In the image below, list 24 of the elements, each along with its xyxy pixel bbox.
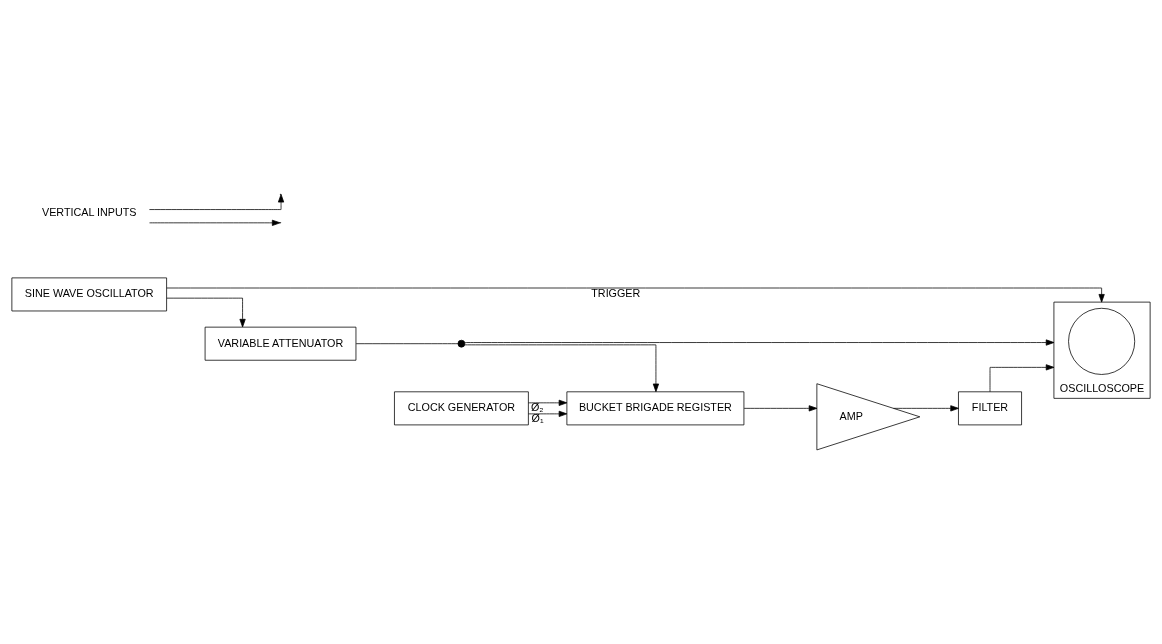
node-circle	[1068, 307, 1136, 375]
arrow	[464, 339, 1055, 346]
arrow	[893, 405, 959, 412]
arrow	[149, 219, 281, 226]
arrow	[528, 410, 568, 417]
node-box: SINE WAVE OSCILLATOR	[11, 277, 167, 312]
arrow	[464, 344, 659, 393]
node-box: FILTER	[958, 391, 1022, 426]
node-text: VERTICAL INPUTS	[41, 206, 137, 219]
arrow	[528, 399, 568, 406]
arrow	[743, 405, 818, 412]
edge-label: Ø₁	[531, 412, 544, 425]
arrow	[989, 364, 1055, 393]
connector	[355, 343, 459, 345]
node-box: CLOCK GENERATOR	[394, 391, 529, 426]
arrow	[149, 194, 285, 210]
node-circle	[457, 339, 466, 348]
node-box: VARIABLE ATTENUATOR	[204, 326, 357, 361]
arrow	[166, 287, 1105, 303]
arrow	[166, 297, 246, 328]
edge-label: TRIGGER	[591, 286, 641, 299]
cluster: OSCILLOSCOPE	[1053, 301, 1151, 399]
node-box: BUCKET BRIGADE REGISTER	[566, 391, 745, 426]
edge-label: Ø₂	[530, 401, 544, 414]
